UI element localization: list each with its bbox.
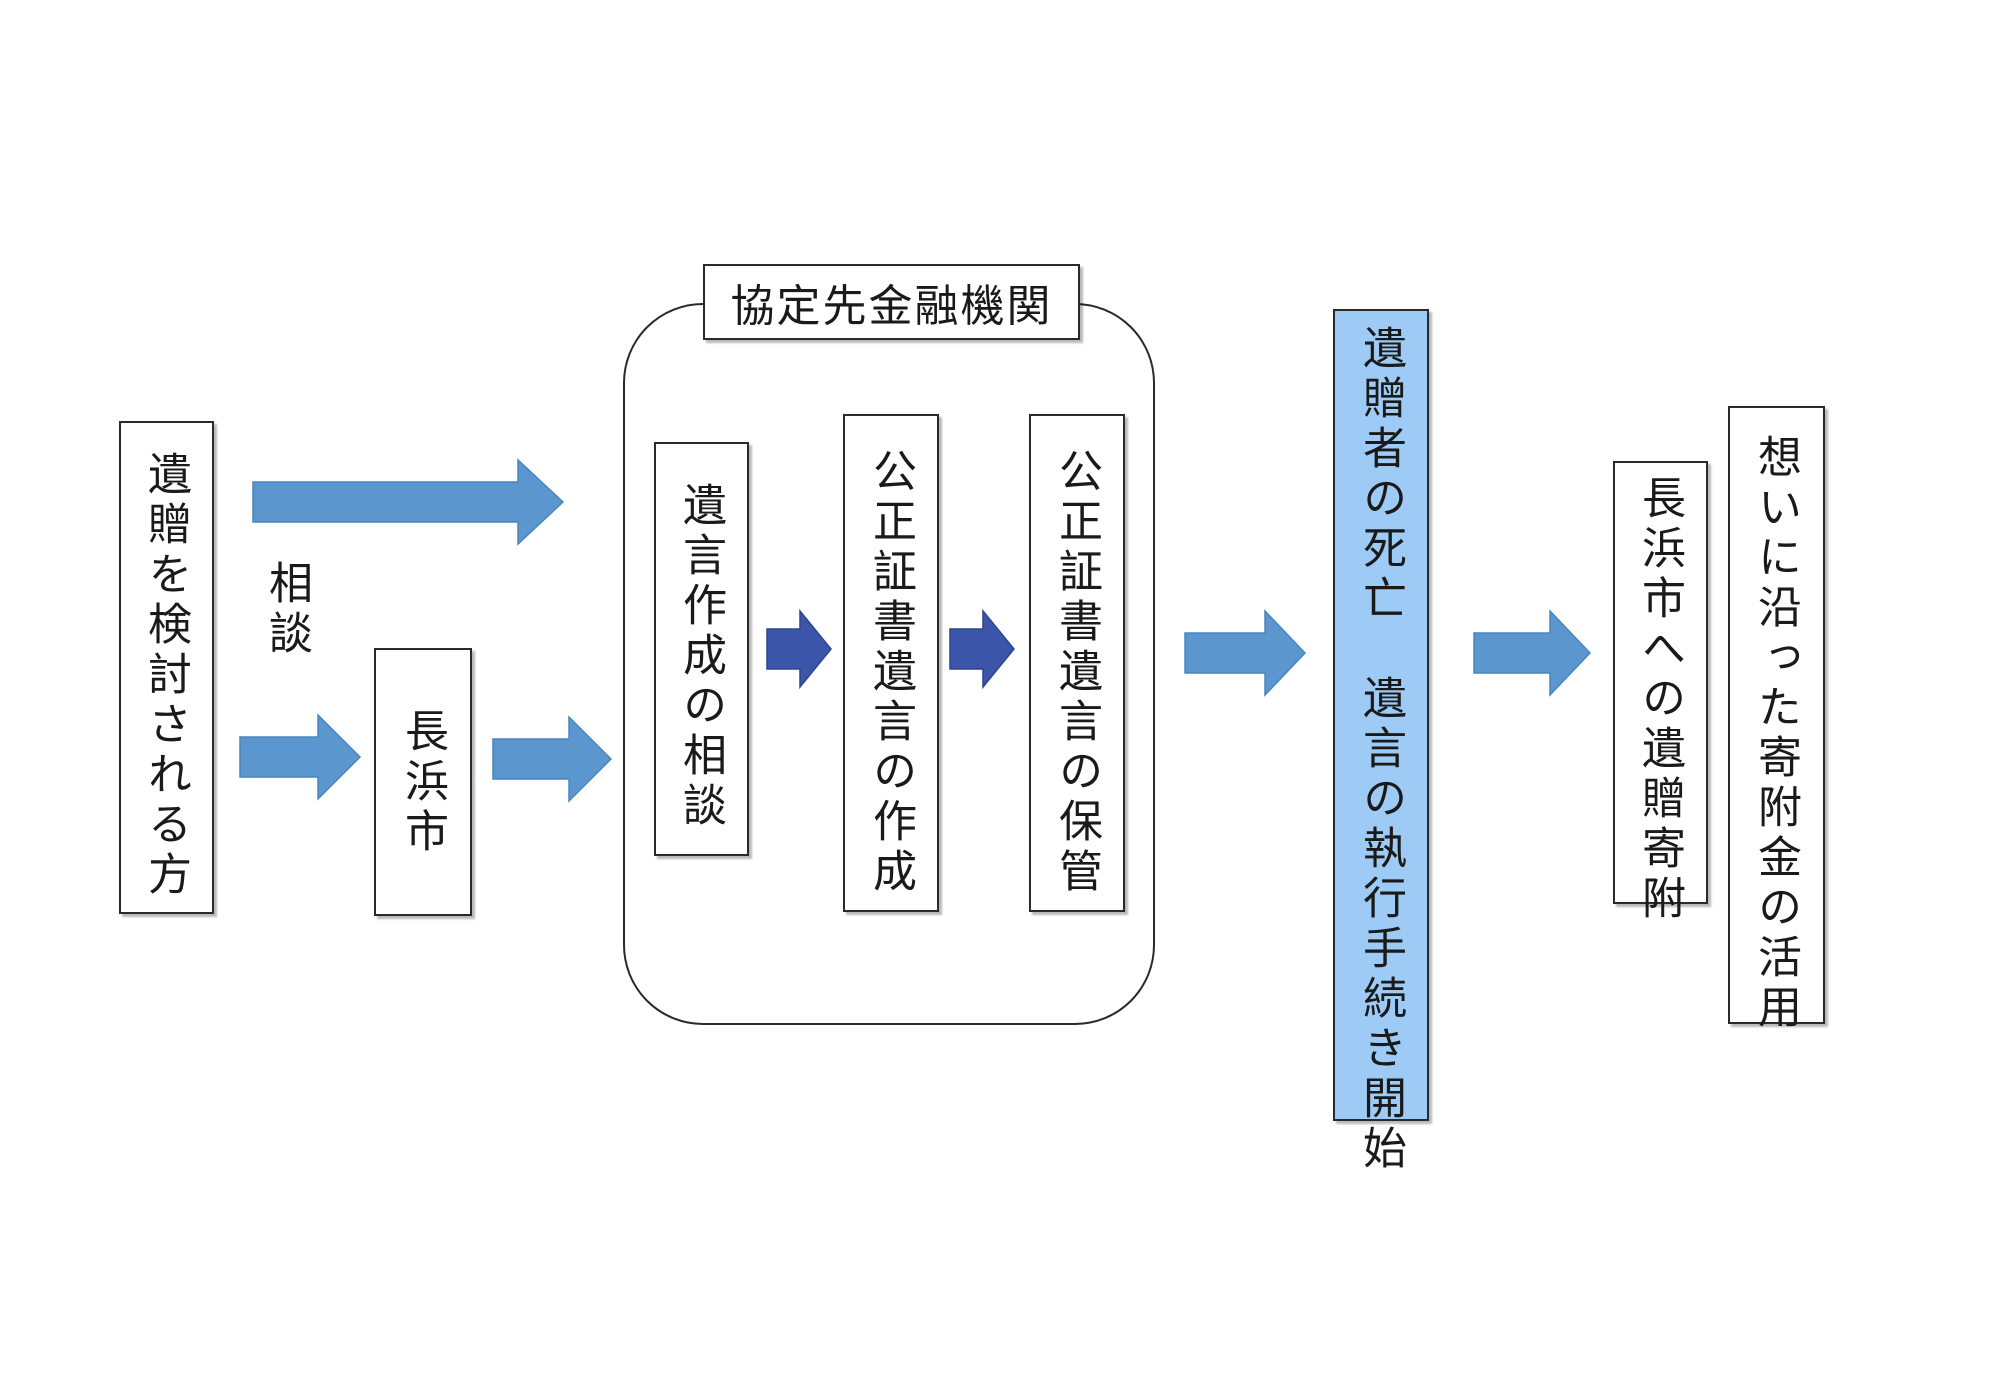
arrow-donor-to-institution <box>252 458 565 546</box>
arrow-city-to-institution <box>492 715 613 803</box>
arrow-donor-to-city <box>239 713 362 801</box>
bequest-box: 長浜市への遺贈寄附 <box>1613 461 1708 925</box>
arrow-institution-to-death <box>1184 609 1307 697</box>
notarial-store-box: 公正証書遺言の保管 <box>1029 414 1125 912</box>
donor-label: 遺贈を検討される方 <box>140 451 191 901</box>
city-box: 長浜市 <box>374 648 472 916</box>
notarial-store-label: 公正証書遺言の保管 <box>1051 448 1102 898</box>
death-execution-box: 遺贈者の死亡 遺言の執行手続き開始 <box>1333 309 1429 1175</box>
death-execution-label: 遺贈者の死亡 遺言の執行手続き開始 <box>1355 325 1406 1175</box>
utilization-box: 想いに沿った寄附金の活用 <box>1728 406 1825 1034</box>
city-label: 長浜市 <box>397 708 448 858</box>
arrow-consult-to-create <box>766 608 832 690</box>
utilization-label: 想いに沿った寄附金の活用 <box>1750 434 1801 1034</box>
arrow-create-to-store <box>949 608 1015 690</box>
notarial-create-box: 公正証書遺言の作成 <box>843 414 939 912</box>
consult-label: 相談 <box>261 560 312 660</box>
will-consult-box: 遺言作成の相談 <box>654 442 749 856</box>
will-consult-label: 遺言作成の相談 <box>675 482 726 832</box>
bequest-label: 長浜市への遺贈寄附 <box>1634 475 1685 925</box>
arrow-death-to-bequest <box>1473 609 1592 697</box>
donor-box: 遺贈を検討される方 <box>119 421 214 914</box>
notarial-create-label: 公正証書遺言の作成 <box>865 448 916 898</box>
institution-group-label: 協定先金融機関 <box>703 264 1080 340</box>
